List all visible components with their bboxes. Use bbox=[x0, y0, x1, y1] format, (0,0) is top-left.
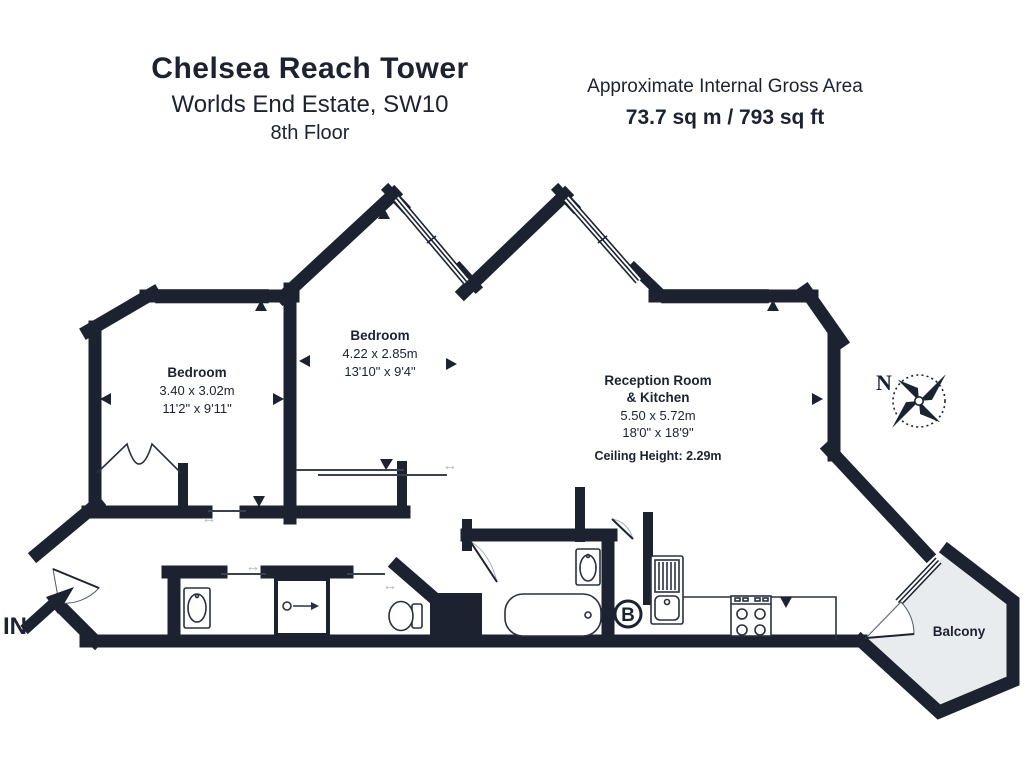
room-name: Reception Room bbox=[604, 373, 711, 388]
room-name: Bedroom bbox=[350, 328, 409, 343]
bedroom1-closet-doors bbox=[96, 442, 182, 474]
hob bbox=[730, 595, 772, 637]
balcony-window bbox=[895, 557, 942, 606]
bathroom-door bbox=[469, 540, 498, 583]
bedroom1-window bbox=[155, 289, 269, 304]
bedroom1-label: Bedroom 3.40 x 3.02m 11'2" x 9'11" bbox=[159, 365, 234, 416]
room-name: Bedroom bbox=[167, 365, 226, 380]
ceiling-height-label: Ceiling Height: 2.29m bbox=[594, 449, 721, 463]
boiler-symbol: B bbox=[613, 599, 643, 629]
balcony-door bbox=[864, 601, 915, 639]
entrance-arrow-icon bbox=[20, 587, 74, 635]
reception-label: Reception Room & Kitchen 5.50 x 5.72m 18… bbox=[594, 373, 721, 463]
service-void bbox=[430, 593, 482, 641]
sliding-door-arrow-icon: ↔ bbox=[246, 558, 261, 575]
kitchen-sink bbox=[650, 555, 684, 625]
room-size-imperial: 11'2" x 9'11" bbox=[162, 401, 232, 416]
dimension-arrows bbox=[100, 208, 823, 608]
reception-bay-window bbox=[563, 195, 642, 284]
room-size-imperial: 18'0" x 18'9" bbox=[622, 425, 694, 440]
title-block: Chelsea Reach Tower Worlds End Estate, S… bbox=[105, 52, 515, 145]
sliding-door-arrow-icon: ↔ bbox=[383, 577, 398, 594]
washbasin bbox=[183, 587, 211, 629]
room-name-line2: & Kitchen bbox=[626, 390, 689, 405]
gross-area-title: Approximate Internal Gross Area bbox=[587, 76, 863, 97]
sliding-doors bbox=[208, 469, 447, 575]
compass-north-label: N bbox=[876, 370, 892, 395]
entrance-label: IN bbox=[3, 613, 27, 640]
room-size-metric: 5.50 x 5.72m bbox=[620, 408, 695, 423]
sliding-door-arrow-icon: ↔ bbox=[202, 510, 217, 527]
gross-area-value: 73.7 sq m / 793 sq ft bbox=[625, 105, 825, 129]
balcony-wall bbox=[851, 541, 1020, 720]
room-size-imperial: 13'10" x 9'4" bbox=[344, 364, 416, 379]
building-name: Chelsea Reach Tower bbox=[151, 52, 469, 85]
boiler-cupboard-door bbox=[611, 518, 634, 540]
bedroom2-label: Bedroom 4.22 x 2.85m 13'10" x 9'4" bbox=[342, 328, 417, 379]
bathtub bbox=[504, 593, 602, 637]
toilet bbox=[388, 600, 423, 632]
estate-name: Worlds End Estate, SW10 bbox=[171, 90, 449, 118]
walls bbox=[27, 184, 937, 651]
bathroom-basin bbox=[575, 548, 601, 586]
boiler-label: B bbox=[621, 605, 635, 626]
area-block: Approximate Internal Gross Area 73.7 sq … bbox=[535, 76, 915, 130]
balcony bbox=[851, 541, 1020, 720]
bedroom2-bay-window bbox=[393, 195, 470, 285]
reception-window bbox=[661, 289, 769, 304]
compass-icon: N bbox=[876, 370, 946, 428]
balcony-label: Balcony bbox=[933, 624, 986, 639]
room-size-metric: 3.40 x 3.02m bbox=[159, 383, 234, 398]
room-size-metric: 4.22 x 2.85m bbox=[342, 346, 417, 361]
sliding-door-arrow-icon: ↔ bbox=[443, 457, 458, 474]
floor-label: 8th Floor bbox=[270, 122, 350, 145]
shower-cubicle bbox=[274, 577, 330, 637]
